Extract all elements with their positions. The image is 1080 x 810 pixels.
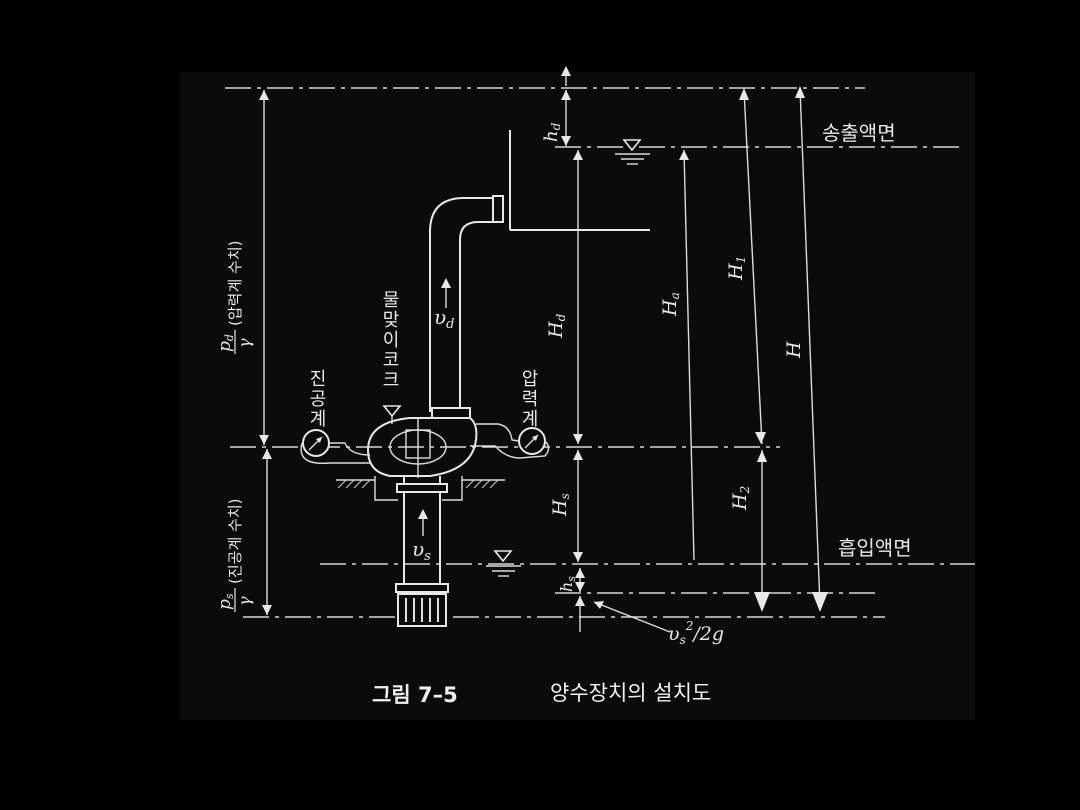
pump-casing bbox=[366, 417, 478, 478]
svg-text:물: 물 bbox=[383, 290, 400, 311]
vacuum-gauge-label: 진 공 계 bbox=[310, 369, 327, 430]
svg-text:공: 공 bbox=[310, 389, 327, 410]
pd-gamma-dimension bbox=[259, 90, 269, 445]
foot-valve-strainer bbox=[395, 583, 449, 627]
pressure-gauge bbox=[470, 423, 550, 459]
Hd-label: Hd bbox=[545, 313, 568, 339]
discharge-tank bbox=[492, 130, 650, 231]
discharge-pipe bbox=[429, 197, 494, 419]
velocity-head-label: υs2/2g bbox=[668, 619, 724, 647]
svg-text:진: 진 bbox=[310, 369, 327, 390]
svg-text:(압력계 수치): (압력계 수치) bbox=[226, 241, 244, 326]
figure-title: 양수장치의 설치도 bbox=[550, 681, 711, 705]
discharge-surface-symbol bbox=[615, 139, 650, 165]
priming-cock-label: 물 맞 이 코 크 bbox=[383, 290, 400, 391]
Ha-label: Ha bbox=[659, 292, 682, 317]
svg-text:력: 력 bbox=[522, 389, 539, 410]
suction-surface-label: 흡입액면 bbox=[838, 536, 912, 560]
svg-text:pd: pd bbox=[215, 334, 236, 352]
svg-text:(진공계 수치): (진공계 수치) bbox=[226, 499, 244, 584]
priming-cock bbox=[382, 405, 402, 424]
total-head-dimension bbox=[795, 86, 828, 612]
H2-label: H2 bbox=[729, 486, 752, 511]
pump-foundation bbox=[336, 476, 505, 501]
svg-text:γ: γ bbox=[235, 596, 254, 606]
svg-text:맞: 맞 bbox=[383, 310, 400, 331]
ps-gamma-dimension bbox=[262, 449, 272, 615]
reference-lines bbox=[225, 87, 975, 618]
head-dimensions-column bbox=[561, 66, 585, 632]
ha-dimension bbox=[679, 149, 695, 561]
flow-arrow-suction bbox=[418, 509, 428, 536]
figure-number: 그림 7–5 bbox=[372, 683, 458, 707]
suction-pipe bbox=[396, 476, 448, 586]
svg-text:계: 계 bbox=[522, 409, 539, 430]
vd-label: υd bbox=[434, 305, 455, 332]
vs-label: υs bbox=[412, 537, 431, 564]
svg-text:γ: γ bbox=[235, 338, 254, 348]
svg-text:크: 크 bbox=[383, 370, 400, 391]
velocity-head-leader bbox=[593, 601, 671, 633]
pressure-gauge-label: 압 력 계 bbox=[522, 369, 539, 430]
outlet-flange bbox=[492, 195, 504, 223]
svg-text:계: 계 bbox=[310, 409, 327, 430]
svg-text:코: 코 bbox=[383, 350, 400, 371]
hs-label: hs bbox=[557, 576, 578, 592]
vacuum-gauge bbox=[300, 429, 371, 465]
ps-gamma-label: ps γ (진공계 수치) bbox=[215, 499, 254, 612]
hd-label: hd bbox=[541, 122, 563, 142]
flow-arrow-discharge bbox=[441, 278, 451, 308]
H1-label: H1 bbox=[725, 256, 748, 281]
H-label: H bbox=[783, 341, 805, 359]
svg-text:ps: ps bbox=[215, 593, 236, 610]
h1-h2-dimension bbox=[739, 88, 770, 612]
pd-gamma-label: pd γ (압력계 수치) bbox=[215, 241, 254, 354]
svg-text:압: 압 bbox=[522, 369, 539, 390]
Hs-label: Hs bbox=[549, 493, 572, 517]
svg-text:이: 이 bbox=[383, 330, 400, 351]
discharge-surface-label: 송출액면 bbox=[822, 121, 896, 145]
suction-surface-symbol bbox=[486, 550, 521, 577]
